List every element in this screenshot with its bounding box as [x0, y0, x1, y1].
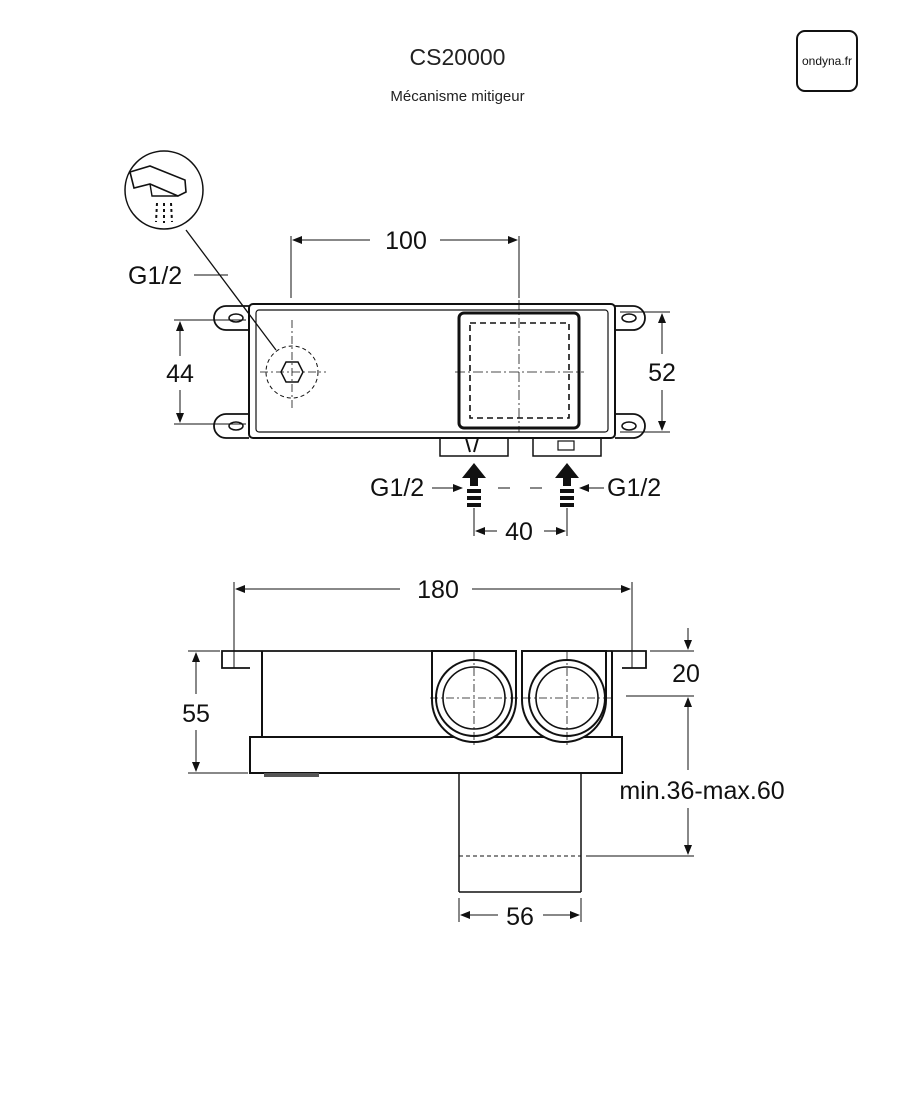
- outlet-thread-label: G1/2: [128, 262, 182, 290]
- port-left: [430, 650, 518, 745]
- side-view: 180: [182, 576, 785, 931]
- dim-44-label: 44: [166, 360, 194, 388]
- inlet-right-thread-label: G1/2: [607, 474, 661, 502]
- dim-depth-label: min.36-max.60: [619, 777, 784, 805]
- housing-outline: [248, 303, 616, 439]
- dim-55-label: 55: [182, 700, 210, 728]
- cartridge-sleeve: [458, 773, 582, 893]
- page-subtitle: Mécanisme mitigeur: [390, 88, 525, 105]
- outlet-connector: [260, 320, 326, 410]
- top-view: 100 G1/2: [124, 150, 676, 546]
- inlet-fittings: [439, 437, 602, 457]
- inlet-arrow-left-icon: [462, 463, 486, 507]
- dim-100-label: 100: [385, 227, 427, 255]
- flange-right: [612, 650, 647, 669]
- dim-56-label: 56: [506, 903, 534, 931]
- dim-180-label: 180: [417, 576, 459, 604]
- dim-52-label: 52: [648, 359, 676, 387]
- dim-40-label: 40: [505, 518, 533, 546]
- mounting-lugs: [213, 305, 646, 439]
- housing-inner-outline: [255, 309, 609, 433]
- dim-20-label: 20: [672, 660, 700, 688]
- brand-logo: ondyna.fr: [796, 30, 858, 92]
- page-title: CS20000: [409, 44, 506, 70]
- box-foot: [264, 773, 319, 777]
- box-base: [249, 736, 623, 774]
- inlet-left-thread-label: G1/2: [370, 474, 424, 502]
- icon-leader-line: [185, 229, 277, 351]
- port-right: [521, 650, 611, 745]
- flange-left: [221, 650, 262, 669]
- shower-spout-icon: [124, 150, 204, 230]
- inlet-arrow-right-icon: [555, 463, 579, 507]
- valve-cartridge: [455, 300, 584, 432]
